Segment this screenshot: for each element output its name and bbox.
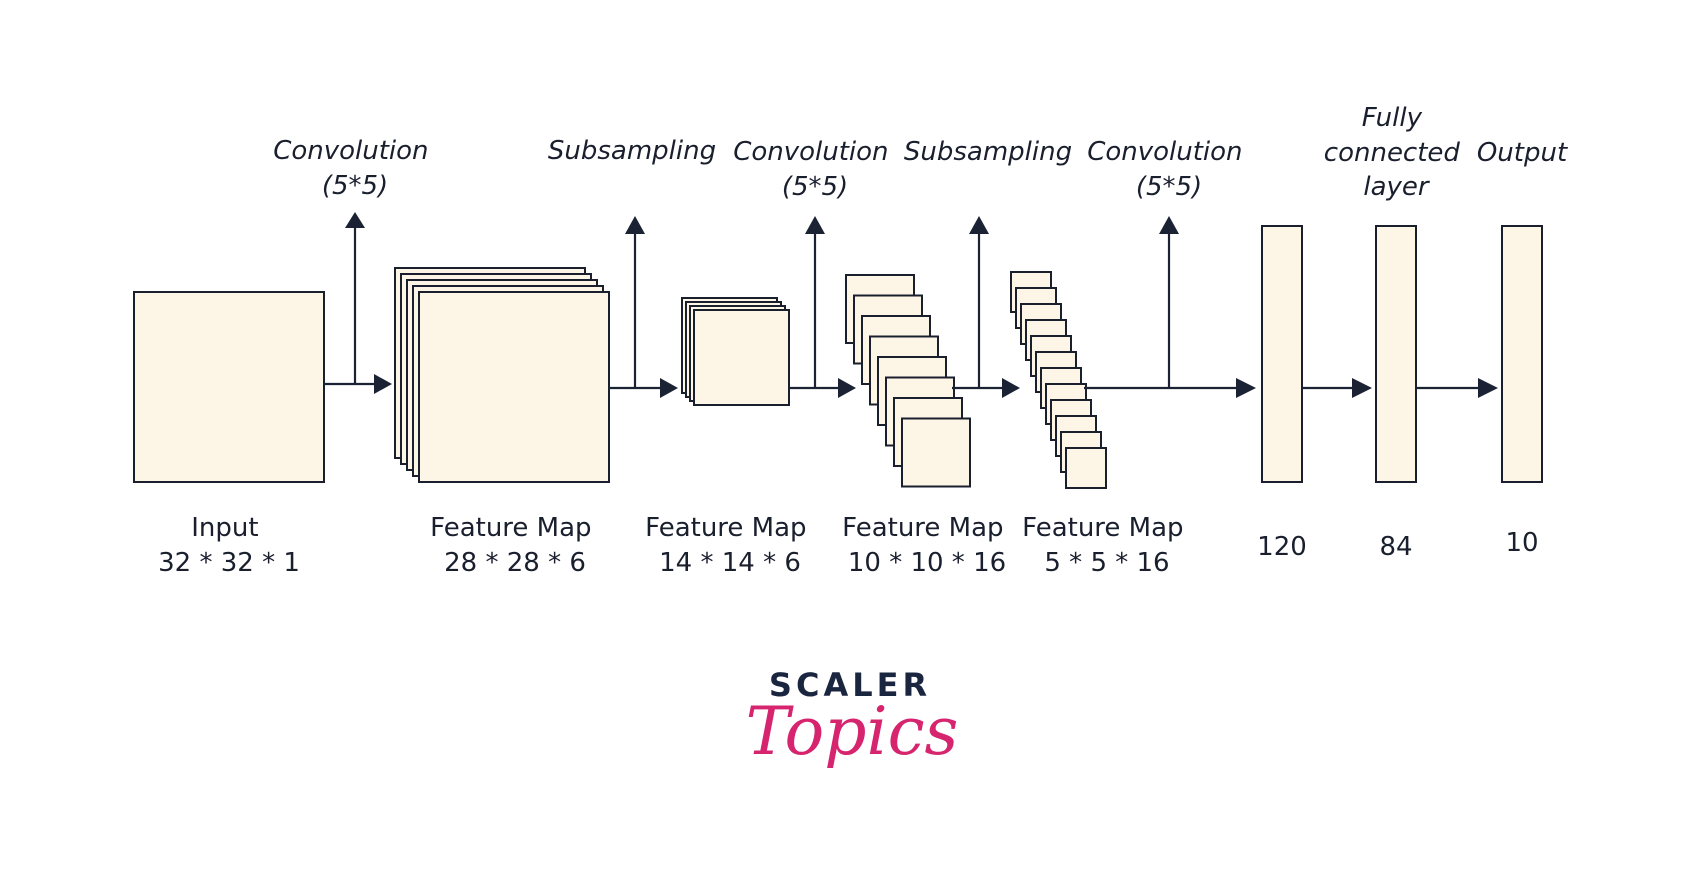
op-label-fc: Fully connected layer — [1324, 103, 1468, 202]
feature-map-14-stack — [681, 297, 790, 406]
op-label-output: Output — [1477, 138, 1568, 168]
layer-label-fmap2: Feature Map 14 * 14 * 6 — [645, 513, 815, 578]
op-arrow-conv2 — [805, 216, 825, 388]
op-label-sub2: Subsampling — [904, 137, 1072, 167]
op-label-conv3: Convolution (5*5) — [1087, 137, 1251, 202]
op-arrow-sub1 — [625, 216, 645, 388]
flow-arrow-fmap4-to-fc120 — [1084, 378, 1256, 398]
op-arrow-conv1 — [345, 212, 365, 384]
layer-label-input: Input 32 * 32 * 1 — [158, 513, 300, 578]
op-label-conv2: Convolution (5*5) — [733, 137, 897, 202]
op-label-sub1: Subsampling — [548, 136, 716, 166]
feature-map-5-stack — [1010, 271, 1107, 489]
feature-map-slice — [1065, 447, 1107, 489]
feature-map-slice — [901, 417, 971, 488]
fc-120-box — [1261, 225, 1303, 483]
layer-label-fc84: 84 — [1379, 532, 1412, 562]
flow-arrow-fc120-to-fc84 — [1302, 378, 1372, 398]
layer-label-out10: 10 — [1505, 528, 1538, 558]
logo-topics-text: Topics — [746, 693, 959, 770]
op-arrow-conv3 — [1159, 216, 1179, 388]
layer-label-fc120: 120 — [1257, 532, 1307, 562]
feature-map-10-stack — [845, 274, 971, 488]
flow-arrow-fmap3-to-fmap4 — [952, 378, 1020, 398]
layer-label-fmap1: Feature Map 28 * 28 * 6 — [430, 513, 600, 578]
input-box — [133, 291, 325, 483]
scaler-topics-logo: SCALER Topics — [746, 666, 959, 770]
output-10-box — [1501, 225, 1543, 483]
op-arrow-sub2 — [969, 216, 989, 388]
layer-label-fmap4: Feature Map 5 * 5 * 16 — [1022, 513, 1192, 578]
layer-label-fmap3: Feature Map 10 * 10 * 16 — [842, 513, 1012, 578]
fc-84-box — [1375, 225, 1417, 483]
flow-arrow-fc84-to-output — [1416, 378, 1498, 398]
flow-arrow-input-to-fmap1 — [324, 374, 392, 394]
flow-arrow-fmap2-to-fmap3 — [789, 378, 856, 398]
flow-arrow-fmap1-to-fmap2 — [609, 378, 678, 398]
logo-scaler-text: SCALER — [769, 666, 931, 704]
op-label-conv1: Convolution (5*5) — [273, 136, 437, 201]
feature-map-28-stack — [394, 267, 610, 483]
